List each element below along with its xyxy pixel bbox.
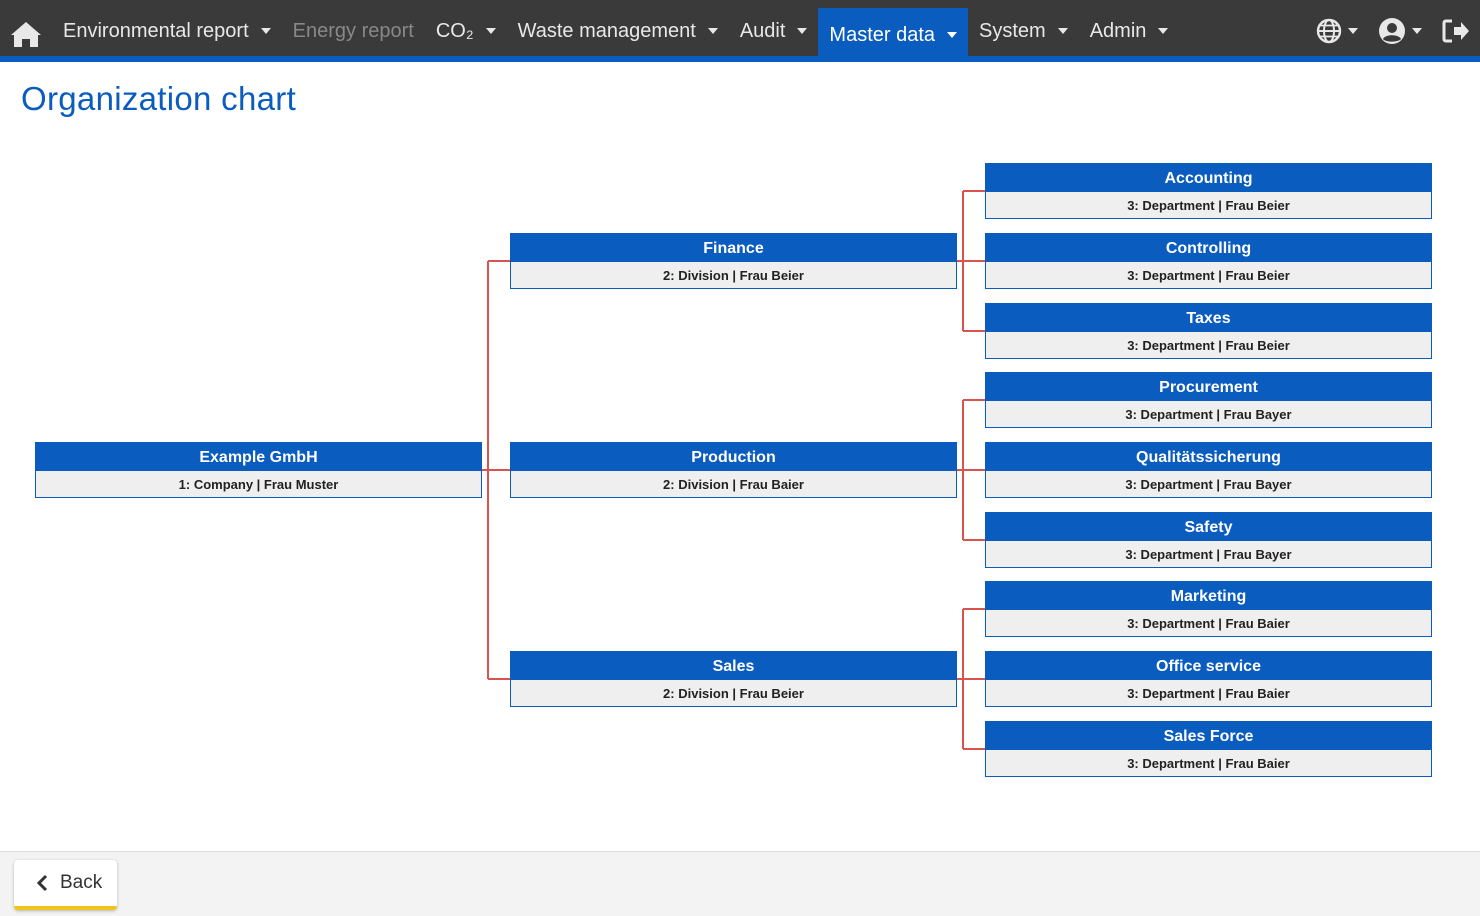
menu-energy-report[interactable]: Energy report	[282, 0, 425, 62]
menu-environmental-report[interactable]: Environmental report	[52, 0, 282, 62]
node-info: 3: Department | Frau Bayer	[1125, 407, 1292, 422]
node-title: Safety	[986, 513, 1431, 541]
node-title: Example GmbH	[36, 443, 481, 471]
menu-label: Admin	[1089, 19, 1147, 42]
globe-icon	[1316, 18, 1342, 44]
org-node-department-procurement[interactable]: Procurement 3: Department | Frau Bayer	[985, 372, 1432, 428]
top-navbar: Environmental report Energy report CO₂ W…	[0, 0, 1480, 62]
back-button[interactable]: Back	[14, 860, 117, 910]
menu-co2[interactable]: CO₂	[425, 0, 507, 62]
node-title: Controlling	[986, 234, 1431, 262]
user-menu-button[interactable]	[1378, 17, 1422, 45]
menu-label: CO₂	[435, 19, 474, 42]
chevron-down-icon	[797, 28, 808, 34]
menu-label: Master data	[829, 23, 936, 46]
node-title: Sales	[511, 652, 956, 680]
user-circle-icon	[1378, 17, 1406, 45]
menu-system[interactable]: System	[968, 0, 1079, 62]
language-menu-button[interactable]	[1316, 18, 1358, 44]
logout-button[interactable]	[1442, 18, 1470, 44]
menu-label: Energy report	[292, 19, 414, 42]
menu-label: Environmental report	[63, 19, 249, 42]
node-info: 3: Department | Frau Beier	[1127, 198, 1290, 213]
back-label: Back	[60, 872, 103, 893]
org-node-department-office-service[interactable]: Office service 3: Department | Frau Baier	[985, 651, 1432, 707]
main-menu: Environmental report Energy report CO₂ W…	[52, 0, 1179, 62]
node-info: 2: Division | Frau Baier	[663, 477, 804, 492]
menu-admin[interactable]: Admin	[1079, 0, 1180, 62]
org-node-department-marketing[interactable]: Marketing 3: Department | Frau Baier	[985, 581, 1432, 637]
node-info: 3: Department | Frau Baier	[1127, 616, 1290, 631]
chevron-down-icon	[707, 28, 718, 34]
chevron-left-icon	[36, 874, 48, 892]
node-title: Procurement	[986, 373, 1431, 401]
node-title: Taxes	[986, 304, 1431, 332]
node-info: 3: Department | Frau Beier	[1127, 338, 1290, 353]
node-info: 3: Department | Frau Bayer	[1125, 547, 1292, 562]
menu-label: Waste management	[517, 19, 696, 42]
org-node-division-finance[interactable]: Finance 2: Division | Frau Beier	[510, 233, 957, 289]
chevron-down-icon	[947, 32, 958, 38]
org-node-department-safety[interactable]: Safety 3: Department | Frau Bayer	[985, 512, 1432, 568]
node-title: Finance	[511, 234, 956, 262]
page-title: Organization chart	[21, 80, 297, 117]
chevron-down-icon	[260, 28, 271, 34]
node-info: 3: Department | Frau Beier	[1127, 268, 1290, 283]
org-node-department-taxes[interactable]: Taxes 3: Department | Frau Beier	[985, 303, 1432, 359]
menu-audit[interactable]: Audit	[729, 0, 819, 62]
menu-waste-management[interactable]: Waste management	[507, 0, 729, 62]
menu-master-data[interactable]: Master data	[818, 8, 969, 62]
logout-icon	[1442, 18, 1470, 44]
node-info: 3: Department | Frau Baier	[1127, 686, 1290, 701]
chart-connectors	[482, 190, 985, 750]
menu-label: System	[979, 19, 1046, 42]
footer-bar: Back	[0, 851, 1480, 916]
node-title: Production	[511, 443, 956, 471]
chevron-down-icon	[1158, 28, 1169, 34]
chevron-down-icon	[1412, 28, 1422, 34]
home-icon[interactable]	[10, 20, 42, 48]
node-title: Qualitätssicherung	[986, 443, 1431, 471]
node-info: 1: Company | Frau Muster	[178, 477, 339, 492]
chevron-down-icon	[1057, 28, 1068, 34]
node-info: 2: Division | Frau Beier	[663, 686, 804, 701]
org-node-company-example-gmbh[interactable]: Example GmbH 1: Company | Frau Muster	[35, 442, 482, 498]
org-node-division-production[interactable]: Production 2: Division | Frau Baier	[510, 442, 957, 498]
node-info: 3: Department | Frau Baier	[1127, 756, 1290, 771]
org-node-department-sales-force[interactable]: Sales Force 3: Department | Frau Baier	[985, 721, 1432, 777]
org-node-department-qualitatssicherung[interactable]: Qualitätssicherung 3: Department | Frau B…	[985, 442, 1432, 498]
node-info: 3: Department | Frau Bayer	[1125, 477, 1292, 492]
org-node-department-accounting[interactable]: Accounting 3: Department | Frau Beier	[985, 163, 1432, 219]
node-info: 2: Division | Frau Beier	[663, 268, 804, 283]
node-title: Sales Force	[986, 722, 1431, 750]
node-title: Marketing	[986, 582, 1431, 610]
menu-label: Audit	[739, 19, 786, 42]
org-node-division-sales[interactable]: Sales 2: Division | Frau Beier	[510, 651, 957, 707]
navbar-right-tools	[1306, 0, 1480, 62]
node-title: Accounting	[986, 164, 1431, 192]
chevron-down-icon	[1348, 28, 1358, 34]
node-title: Office service	[986, 652, 1431, 680]
org-node-department-controlling[interactable]: Controlling 3: Department | Frau Beier	[985, 233, 1432, 289]
chevron-down-icon	[485, 28, 496, 34]
